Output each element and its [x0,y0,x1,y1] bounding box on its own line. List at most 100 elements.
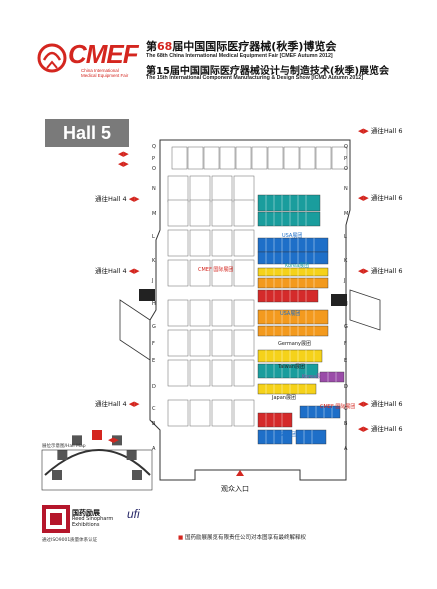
hall-outline [149,139,351,481]
zone-block [257,289,319,303]
row-letter-left: C [152,406,156,412]
zone-usa-label-3: USA展团 [276,432,297,438]
row-letter-right: C [344,406,348,412]
elevator-icon [139,289,155,301]
booth [211,259,233,287]
arrow-icon: ◀▶ [128,267,140,275]
booth [211,299,233,327]
zone-block [257,194,321,212]
row-letter-left: N [152,186,156,192]
zone-block [257,383,317,395]
booth [211,329,233,357]
booth [189,329,211,357]
booth [299,146,316,170]
zone-block [257,429,293,445]
nav-label: 通往Hall 4 [95,267,127,275]
booth [233,259,255,287]
nav-to-hall4-top-b[interactable]: ◀▶ [118,160,129,168]
nav-to-hall4-4[interactable]: ◀▶ [108,436,119,444]
booth [171,146,188,170]
zone-korea-label-top: Korea展团 [285,263,310,269]
booth [167,329,189,357]
logo-subtitle: China International Medical Equipment Fa… [81,68,128,78]
booth [189,399,211,427]
zone-block [319,371,345,383]
ufi-logo: ufi [127,507,140,521]
row-letter-left: E [152,358,155,364]
overview-hall [52,470,62,480]
reed-sinopharm-logo-icon [42,505,70,533]
nav-to-hall6-4[interactable]: ◀▶ 通往Hall 6 [358,398,403,408]
overview-hall [112,435,122,446]
row-letter-left: L [152,234,155,240]
hall-label: Hall 5 [45,119,129,147]
bullet-icon: ■ [178,535,184,541]
row-letter-right: Q [344,144,348,150]
booth [167,359,189,387]
nav-to-hall4-1[interactable]: 通往Hall 4 ◀▶ [95,193,140,203]
booth [189,229,211,257]
arrow-icon: ◀▶ [128,400,140,408]
nav-to-hall6-5[interactable]: ◀▶ 通往Hall 6 [358,423,403,433]
iso-cert-text: 通过ISO9001质量体系认证 [42,538,98,543]
overview-hall [72,435,82,446]
overview-hall [126,450,137,460]
booth [251,146,268,170]
row-letter-left: D [152,384,156,390]
row-letter-right: D [344,384,348,390]
title-icmd-en: The 15th International Component Manufac… [146,75,363,81]
booth [235,146,252,170]
zone-cmef-inter-label: CMEF 国际展团 [198,267,234,273]
right-wing [349,289,381,331]
zone-block [257,309,329,325]
overview-hall [92,430,102,440]
row-letter-right: L [344,234,347,240]
title-num: 68 [157,40,173,53]
zone-block [257,267,329,277]
zone-block [299,405,341,419]
zone-block [257,363,319,379]
cmef-emblem-icon [37,43,67,73]
cmef-logo: CMEF China International Medical Equipme… [35,38,139,82]
booth [233,359,255,387]
organizer-en2: Exhibitions [72,522,100,528]
nav-label: 通往Hall 4 [95,195,127,203]
legend-title: 展位示意图/Hall Map [42,444,86,449]
nav-to-hall4-2[interactable]: 通往Hall 4 ◀▶ [95,265,140,275]
nav-to-hall4-3[interactable]: 通往Hall 4 ◀▶ [95,398,140,408]
row-letter-left: Q [152,144,156,150]
footer-note: ■ 国药励展展览有限责任公司对本图享有最终解释权 [178,533,306,541]
row-letter-right: K [344,258,348,264]
nav-to-hall4-top-a[interactable]: ◀▶ [118,150,129,158]
nav-to-hall6-3[interactable]: ◀▶ 通往Hall 6 [358,265,403,275]
elevator-icon [331,294,347,306]
row-letter-right: G [344,324,348,330]
logo-sub-line1: China International [81,68,119,73]
overview-frame [41,449,153,491]
booth [211,229,233,257]
nav-label: 通往Hall 6 [370,400,403,408]
row-letter-right: J [343,278,345,284]
booth [283,146,300,170]
nav-label: 通往Hall 6 [370,194,403,202]
entrance-arrow-icon [236,470,244,476]
row-letter-right: M [344,211,348,217]
row-letter-left: O [152,166,156,172]
title-pre: 第 [146,40,157,53]
zone-korea-label: Korea展团 [302,374,327,380]
zone-block [295,429,327,445]
booth [233,329,255,357]
booth [167,299,189,327]
arrow-icon: ◀▶ [358,194,369,202]
zone-block [257,237,329,253]
booth [167,399,189,427]
nav-to-hall6-2[interactable]: ◀▶ 通往Hall 6 [358,192,403,202]
zone-taiwan-label: Taiwan展团 [278,364,306,370]
booth [167,175,189,203]
booth [167,229,189,257]
booth [315,146,332,170]
nav-to-hall6-1[interactable]: ◀▶ 通往Hall 6 [358,125,403,135]
arrow-icon: ◀▶ [108,436,119,444]
zone-block [257,325,329,337]
booth [211,359,233,387]
